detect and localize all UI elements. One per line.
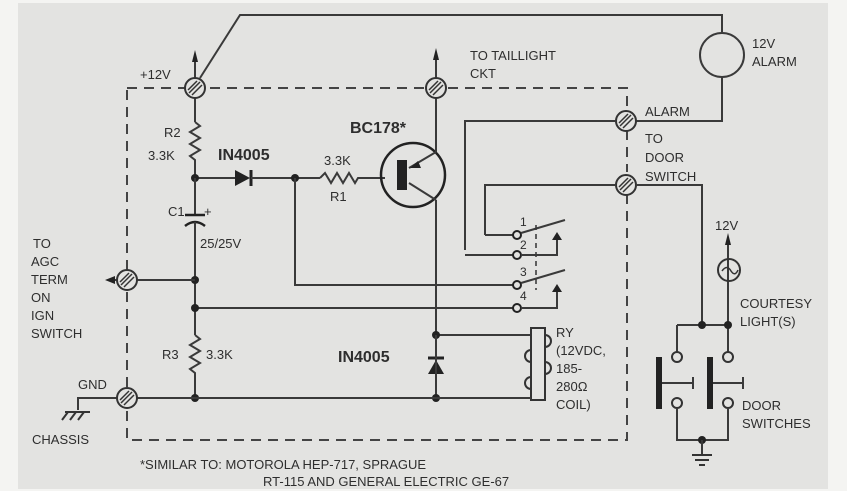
label-transistor: BC178* [350, 120, 407, 137]
label-r2-value: 3.3K [148, 148, 175, 163]
label-d1: IN4005 [218, 147, 270, 164]
label-taillight: TO TAILLIGHT [470, 48, 556, 63]
label-relay-coil: COIL) [556, 397, 591, 412]
door-switch-2 [707, 357, 713, 409]
footnote-line-1: *SIMILAR TO: MOTOROLA HEP-717, SPRAGUE [140, 457, 426, 472]
resistor-r1 [319, 171, 385, 185]
label-r3: R3 [162, 347, 179, 362]
wire-to-door-terminal [484, 184, 615, 235]
terminal-taillight [425, 77, 447, 99]
label-r3-value: 3.3K [206, 347, 233, 362]
label-agc: AGC [31, 254, 59, 269]
arrow-left-icon [105, 276, 115, 284]
wire-alarm-supply [199, 14, 723, 79]
label-alarm-terminal: ALARM [645, 104, 690, 119]
label-c1-plus: + [204, 204, 212, 219]
label-c1: C1 [168, 204, 185, 219]
label-alarm: ALARM [752, 54, 797, 69]
schematic-background [18, 3, 828, 489]
relay-contact-arms [520, 219, 566, 284]
label-contact-4: 4 [520, 289, 527, 303]
diode-d1 [235, 170, 250, 186]
label-taillight-ckt: CKT [470, 66, 496, 81]
terminal-door-switch [615, 174, 637, 196]
courtesy-light-icon [717, 258, 741, 282]
label-to: TO [645, 131, 663, 146]
label-switch: SWITCH [645, 169, 696, 184]
ground-icon [692, 454, 712, 466]
label-agc-on: ON [31, 290, 51, 305]
label-contact-3: 3 [520, 265, 527, 279]
resistor-r3 [188, 334, 202, 398]
footnote-line-2: RT-115 AND GENERAL ELECTRIC GE-67 [263, 474, 509, 489]
wire-to-alarm-terminal [464, 120, 615, 250]
wire-door-switch [636, 184, 703, 325]
label-relay-voltage: (12VDC, [556, 343, 606, 358]
label-chassis: CHASSIS [32, 432, 89, 447]
label-courtesy: COURTESY [740, 296, 812, 311]
alarm-bell-icon [699, 32, 745, 78]
label-agc-switch: SWITCH [31, 326, 82, 341]
label-r1: R1 [330, 189, 347, 204]
transistor-bc178 [379, 141, 447, 209]
resistor-r2 [188, 121, 202, 178]
label-door-switches: DOOR [742, 398, 781, 413]
label-gnd: GND [78, 377, 107, 392]
relay-coil [530, 327, 546, 401]
module-enclosure-outline [126, 87, 628, 441]
label-door: DOOR [645, 150, 684, 165]
label-r2: R2 [164, 125, 181, 140]
terminal-agc [116, 269, 138, 291]
label-c1-value: 25/25V [200, 236, 242, 251]
arrow-up-icon [433, 48, 439, 60]
label-r1-value: 3.3K [324, 153, 351, 168]
terminal-gnd [116, 387, 138, 409]
label-light: LIGHT(S) [740, 314, 796, 329]
terminal-plus12v [184, 77, 206, 99]
wire-chassis [77, 397, 118, 410]
label-plus12v: +12V [140, 67, 171, 82]
arrow-up-icon [192, 50, 198, 62]
wire-alarm-return [636, 77, 723, 122]
wire-to-contact-3 [294, 178, 515, 286]
label-contact-2: 2 [520, 238, 527, 252]
label-12v-alarm: 12V [752, 36, 775, 51]
label-12v-supply: 12V [715, 218, 738, 233]
label-agc-ign: IGN [31, 308, 54, 323]
terminal-alarm [615, 110, 637, 132]
label-contact-1: 1 [520, 215, 527, 229]
label-agc-term: TERM [31, 272, 68, 287]
label-switches: SWITCHES [742, 416, 811, 431]
label-agc-to: TO [33, 236, 51, 251]
arrow-up-icon [725, 233, 731, 245]
label-d2: IN4005 [338, 349, 390, 366]
label-relay-resistance: 185- [556, 361, 582, 376]
door-switch-1 [656, 357, 662, 409]
label-relay-ohms: 280Ω [556, 379, 588, 394]
label-relay: RY [556, 325, 574, 340]
chassis-ground-icon [61, 411, 90, 421]
